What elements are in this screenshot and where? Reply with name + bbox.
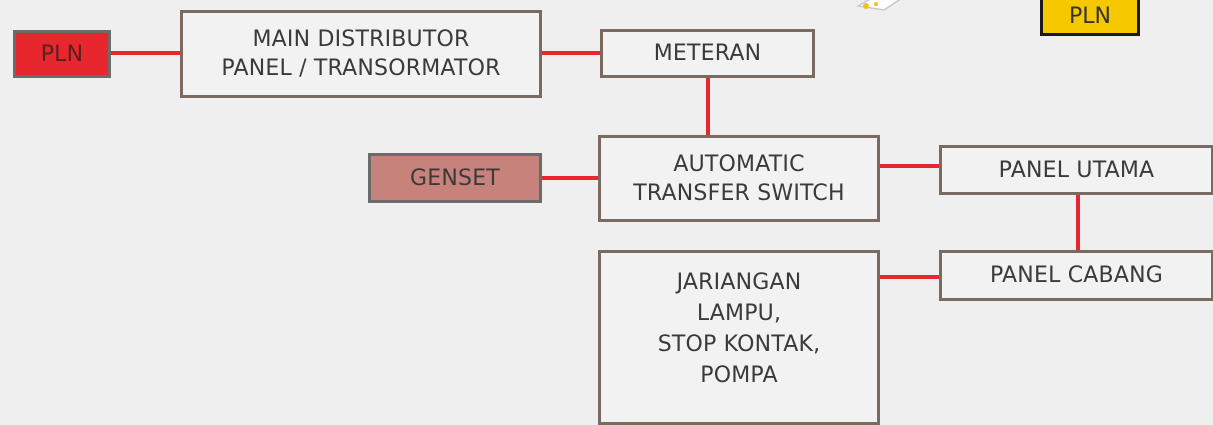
- power-icon: [855, 0, 901, 11]
- main-distributor-node: MAIN DISTRIBUTOR PANEL / TRANSORMATOR: [180, 10, 542, 98]
- panel-cabang-label: PANEL CABANG: [990, 263, 1163, 288]
- panel-cabang-node: PANEL CABANG: [939, 250, 1213, 301]
- panel-utama-label: PANEL UTAMA: [998, 157, 1155, 183]
- jaringan-node: JARIANGAN LAMPU, STOP KONTAK, POMPA: [598, 250, 880, 425]
- connector-panel-cabang-to-jaringan: [878, 275, 940, 279]
- connector-panel-utama-to-panel-cabang: [1076, 194, 1080, 251]
- meteran-node: METERAN: [600, 29, 815, 78]
- genset-node: GENSET: [368, 153, 542, 203]
- pln-badge: PLN: [1040, 0, 1140, 36]
- genset-label: GENSET: [410, 165, 500, 191]
- connector-distributor-to-meteran: [541, 51, 601, 55]
- pln-badge-label: PLN: [1069, 3, 1111, 29]
- diagram-canvas: [855, 0, 901, 11]
- ats-node: AUTOMATIC TRANSFER SWITCH: [598, 135, 880, 222]
- ats-label: AUTOMATIC TRANSFER SWITCH: [633, 151, 845, 206]
- jaringan-label: JARIANGAN LAMPU, STOP KONTAK, POMPA: [657, 270, 821, 388]
- pln-source-node: PLN: [13, 30, 111, 78]
- panel-utama-node: PANEL UTAMA: [939, 145, 1213, 195]
- connector-ats-to-panel-utama: [878, 164, 940, 168]
- connector-genset-to-ats: [541, 176, 599, 180]
- connector-meteran-to-ats: [706, 77, 710, 136]
- main-distributor-label: MAIN DISTRIBUTOR PANEL / TRANSORMATOR: [221, 27, 501, 81]
- connector-pln-to-distributor: [111, 51, 181, 55]
- meteran-label: METERAN: [653, 41, 762, 66]
- pln-source-label: PLN: [40, 41, 84, 67]
